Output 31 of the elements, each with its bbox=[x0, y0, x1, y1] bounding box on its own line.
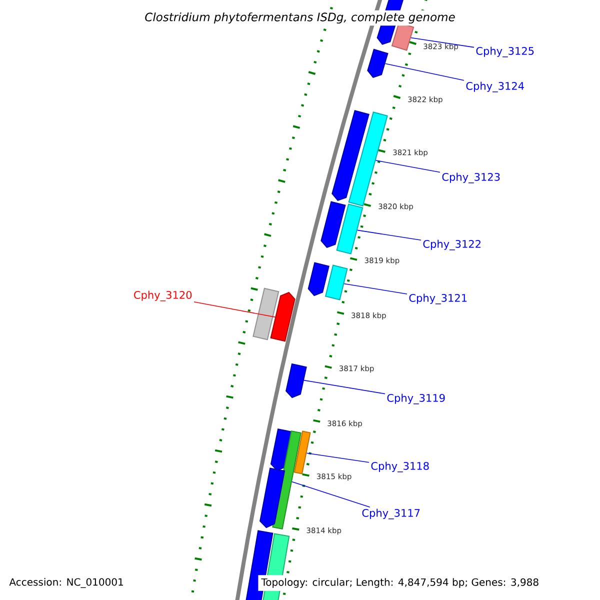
summary-text: Topology: circular; Length: 4,847,594 bp; Genes: 3,988 bbox=[258, 575, 542, 591]
leader-line bbox=[410, 37, 474, 48]
leader-line bbox=[384, 63, 464, 81]
gene-label: Cphy_3117 bbox=[362, 508, 420, 520]
leader-line bbox=[306, 452, 370, 463]
leader-line bbox=[292, 481, 370, 508]
leader-line bbox=[357, 230, 422, 241]
gene-label: Cphy_3123 bbox=[442, 172, 500, 184]
leader-line bbox=[194, 301, 276, 318]
gene-label: Cphy_3120 bbox=[134, 290, 192, 302]
gene-bar bbox=[286, 363, 307, 398]
gene-label: Cphy_3118 bbox=[371, 462, 429, 472]
gene-bar bbox=[320, 201, 346, 248]
gene-label: Cphy_3119 bbox=[387, 394, 445, 404]
title: Clostridium phytofermentans ISDg, complete genome bbox=[142, 10, 458, 26]
gene-label: Cphy_3122 bbox=[423, 240, 480, 250]
leader-line bbox=[344, 283, 408, 294]
gene-bar bbox=[294, 430, 311, 474]
gene-bar bbox=[367, 48, 388, 78]
leader-line bbox=[304, 380, 386, 394]
gene-bar bbox=[332, 110, 370, 202]
gene-label: Cphy_3121 bbox=[409, 294, 467, 304]
gene-label: Cphy_3125 bbox=[476, 46, 534, 58]
accession-text: Accession: NC_010001 bbox=[9, 578, 123, 588]
gene-bar bbox=[270, 292, 296, 342]
gene-bar bbox=[252, 288, 280, 340]
gene-bar bbox=[308, 262, 330, 296]
gene-bar bbox=[260, 468, 286, 528]
gene-label: Cphy_3124 bbox=[466, 82, 524, 92]
gene-bar bbox=[336, 204, 364, 254]
leader-line bbox=[375, 160, 440, 173]
